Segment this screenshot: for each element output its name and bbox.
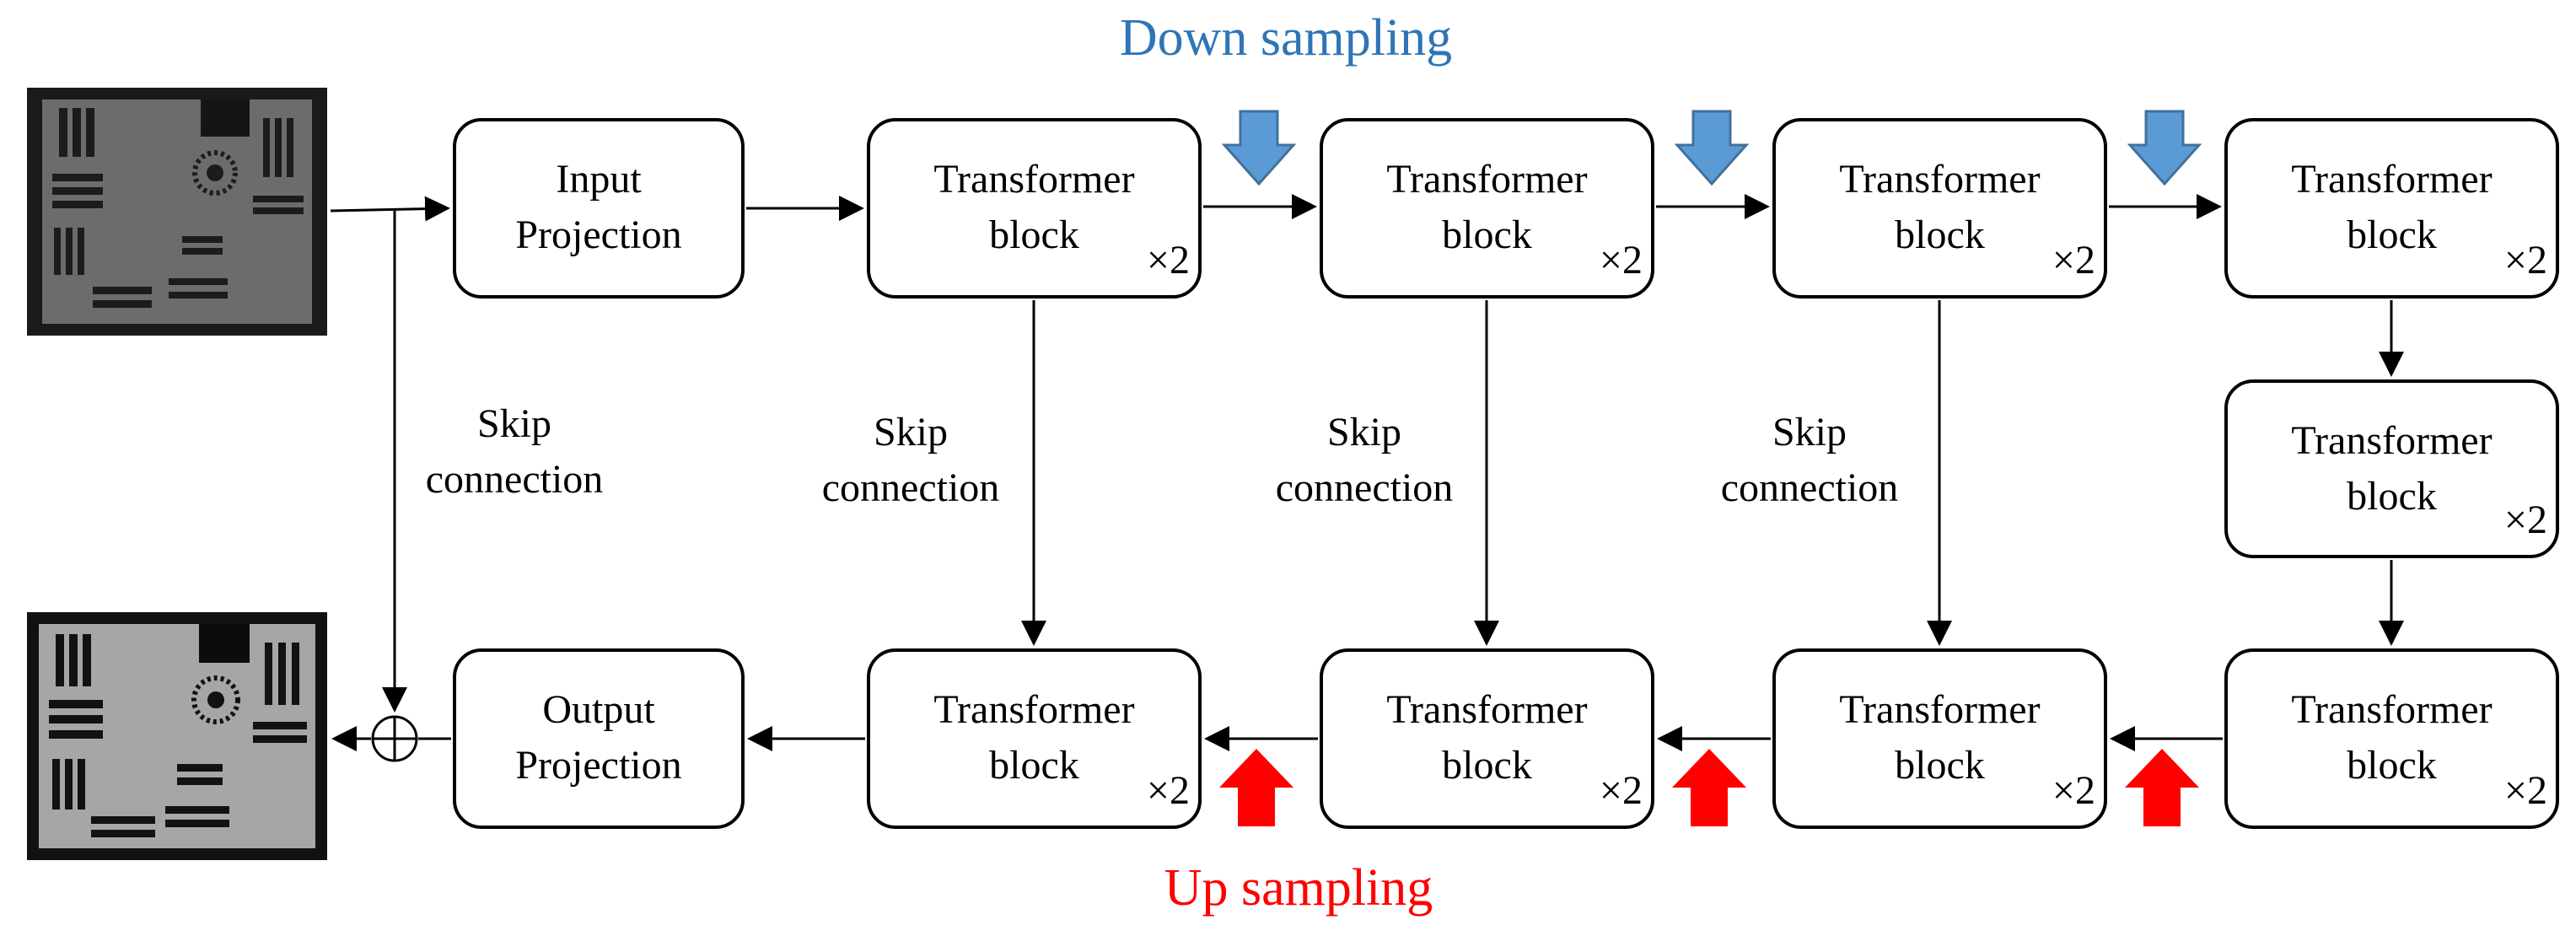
- decoder-block-3-label: Transformer block: [1839, 687, 2041, 788]
- decoder-block-2-label: Transformer block: [1386, 687, 1588, 788]
- encoder-block-4: Transformer block ×2: [2224, 118, 2559, 299]
- decoder-block-2-multiplier: ×2: [1599, 768, 1643, 813]
- decoder-block-4-multiplier: ×2: [2503, 768, 2547, 813]
- down-sampling-arrow-1: [1221, 110, 1297, 186]
- down-sampling-arrow-2: [1674, 110, 1750, 186]
- decoder-block-4-label: Transformer block: [2291, 687, 2493, 788]
- skip-connection-label-outer: Skip connection: [425, 401, 604, 502]
- decoder-block-2: Transformer block ×2: [1320, 648, 1654, 829]
- encoder-block-1-multiplier: ×2: [1146, 238, 1190, 282]
- skip-connection-label-1: Skip connection: [821, 410, 1000, 510]
- decoder-block-4: Transformer block ×2: [2224, 648, 2559, 829]
- encoder-block-2-multiplier: ×2: [1599, 238, 1643, 282]
- encoder-block-2: Transformer block ×2: [1320, 118, 1654, 299]
- up-sampling-arrow-1: [1219, 749, 1293, 826]
- encoder-block-3-label: Transformer block: [1839, 157, 2041, 257]
- input-image-thumbnail: [27, 88, 327, 336]
- encoder-block-1: Transformer block ×2: [867, 118, 1202, 299]
- skip-connection-label-2: Skip connection: [1275, 410, 1454, 510]
- output-projection-label: Output Projection: [515, 687, 682, 788]
- down-sampling-heading: Down sampling: [1119, 9, 1453, 67]
- bottleneck-block: Transformer block ×2: [2224, 379, 2559, 558]
- down-sampling-arrow-3: [2127, 110, 2202, 186]
- decoder-block-3: Transformer block ×2: [1772, 648, 2107, 829]
- skip-connection-label-3: Skip connection: [1720, 410, 1899, 510]
- output-projection-block: Output Projection: [453, 648, 745, 829]
- bottleneck-block-label: Transformer block: [2291, 418, 2493, 519]
- encoder-block-3-multiplier: ×2: [2052, 238, 2095, 282]
- up-sampling-heading: Up sampling: [1164, 859, 1433, 917]
- decoder-block-3-multiplier: ×2: [2052, 768, 2095, 813]
- input-projection-block: Input Projection: [453, 118, 745, 299]
- decoder-block-1: Transformer block ×2: [867, 648, 1202, 829]
- encoder-block-4-label: Transformer block: [2291, 157, 2493, 257]
- decoder-block-1-label: Transformer block: [933, 687, 1135, 788]
- up-sampling-arrow-2: [1672, 749, 1746, 826]
- up-sampling-arrow-3: [2125, 749, 2199, 826]
- encoder-block-1-label: Transformer block: [933, 157, 1135, 257]
- encoder-block-4-multiplier: ×2: [2503, 238, 2547, 282]
- sum-node: [371, 715, 418, 762]
- output-image-thumbnail: [27, 612, 327, 860]
- decoder-block-1-multiplier: ×2: [1146, 768, 1190, 813]
- input-projection-label: Input Projection: [515, 157, 682, 257]
- bottleneck-block-multiplier: ×2: [2503, 498, 2547, 542]
- encoder-block-2-label: Transformer block: [1386, 157, 1588, 257]
- encoder-block-3: Transformer block ×2: [1772, 118, 2107, 299]
